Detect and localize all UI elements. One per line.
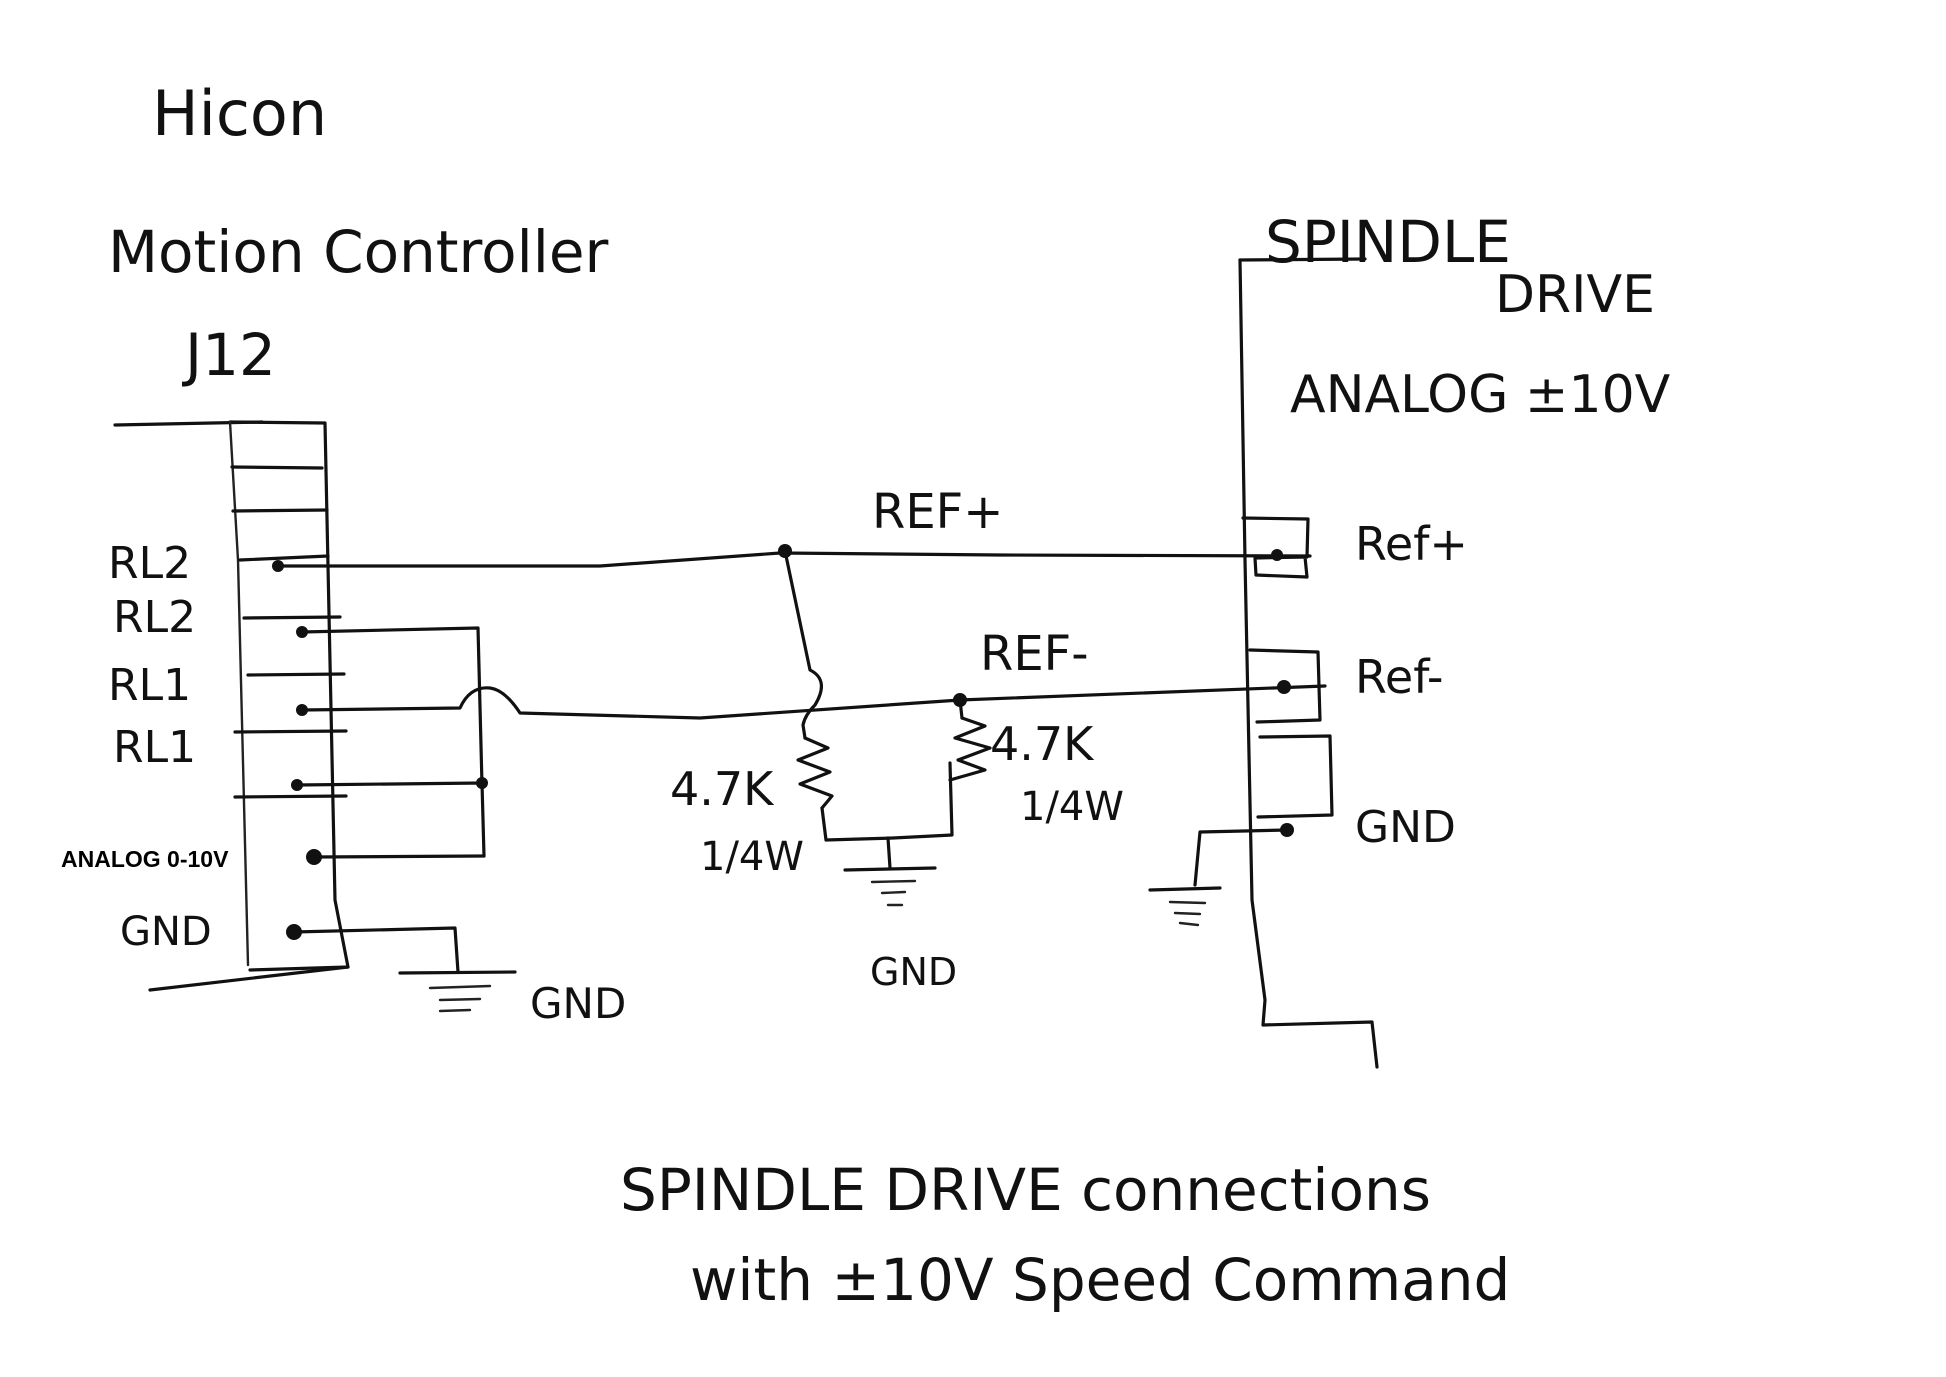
connector-outer-frame [228, 420, 350, 972]
resistor-1-value: 4.7K [670, 762, 775, 816]
wire-rl1-jumper [295, 781, 486, 858]
pin-label-rl2-a: RL2 [108, 538, 191, 589]
pin-separator [233, 794, 348, 799]
wire-drive-gnd [1193, 828, 1289, 887]
resistor-gnd-label: GND [870, 950, 957, 994]
ground-icon [843, 866, 937, 907]
resistor-2-value: 4.7K [990, 717, 1095, 771]
pin-separator [246, 672, 346, 677]
diagram-title-line2: with ±10V Speed Command [690, 1246, 1510, 1314]
wire-ref-minus [300, 684, 1327, 720]
drive-frame [1238, 258, 1379, 1069]
resistor-1-power: 1/4W [700, 834, 804, 880]
resistor-icon [948, 716, 992, 782]
connector-label: J12 [182, 321, 276, 389]
terminal-ref-plus [1241, 516, 1310, 579]
pin-separator [233, 729, 348, 734]
controller-gnd-label: GND [530, 979, 626, 1028]
controller-bottom-edge [148, 965, 350, 992]
pin-separator [231, 508, 329, 513]
controller-name: Motion Controller [108, 218, 609, 286]
resistor-bottom-bus [820, 761, 954, 842]
pin-label-rl2-b: RL2 [113, 592, 196, 643]
wire-ref-plus [276, 551, 1312, 568]
wire-rl2-jumper [300, 626, 484, 787]
pin-separator [230, 465, 324, 470]
junction-dot [476, 777, 488, 789]
pin-label-gnd: GND [120, 909, 212, 955]
wire-analog-jumper [312, 854, 486, 859]
controller-brand: Hicon [152, 77, 327, 150]
terminal-label-gnd: GND [1355, 802, 1456, 853]
wire-controller-gnd [292, 926, 460, 974]
drive-enclosure [1238, 257, 1379, 1069]
resistor-gnd-lead [886, 836, 892, 870]
connector-inner-frame [228, 420, 250, 967]
drive-name-line1: SPINDLE [1265, 208, 1511, 276]
pin-label-analog: ANALOG 0-10V [61, 846, 229, 872]
terminal-gnd [1256, 734, 1334, 837]
resistor-lead [958, 698, 964, 720]
wire-label-ref-minus: REF- [980, 626, 1089, 682]
terminal-label-ref-plus: Ref+ [1355, 517, 1468, 571]
pin-label-rl1-b: RL1 [113, 722, 196, 773]
wire-label-ref-plus: REF+ [872, 484, 1004, 540]
drive-top-edge [1238, 257, 1367, 262]
drive-name-line2: DRIVE [1495, 265, 1655, 325]
diagram-title-line1: SPINDLE DRIVE connections [620, 1156, 1431, 1224]
ground-icon [1148, 886, 1222, 927]
pin-separator [242, 615, 342, 620]
resistor-2-power: 1/4W [1020, 784, 1124, 830]
terminal-label-ref-minus: Ref- [1355, 650, 1443, 704]
drive-input-type: ANALOG ±10V [1290, 365, 1671, 425]
terminal-ref-minus [1248, 648, 1322, 724]
resistor-lead [783, 549, 823, 740]
pin-separator [238, 554, 330, 562]
pin-label-rl1-a: RL1 [108, 660, 191, 711]
resistor-icon [796, 736, 834, 810]
ground-icon [398, 970, 517, 1013]
controller-connector-j12 [113, 420, 350, 992]
